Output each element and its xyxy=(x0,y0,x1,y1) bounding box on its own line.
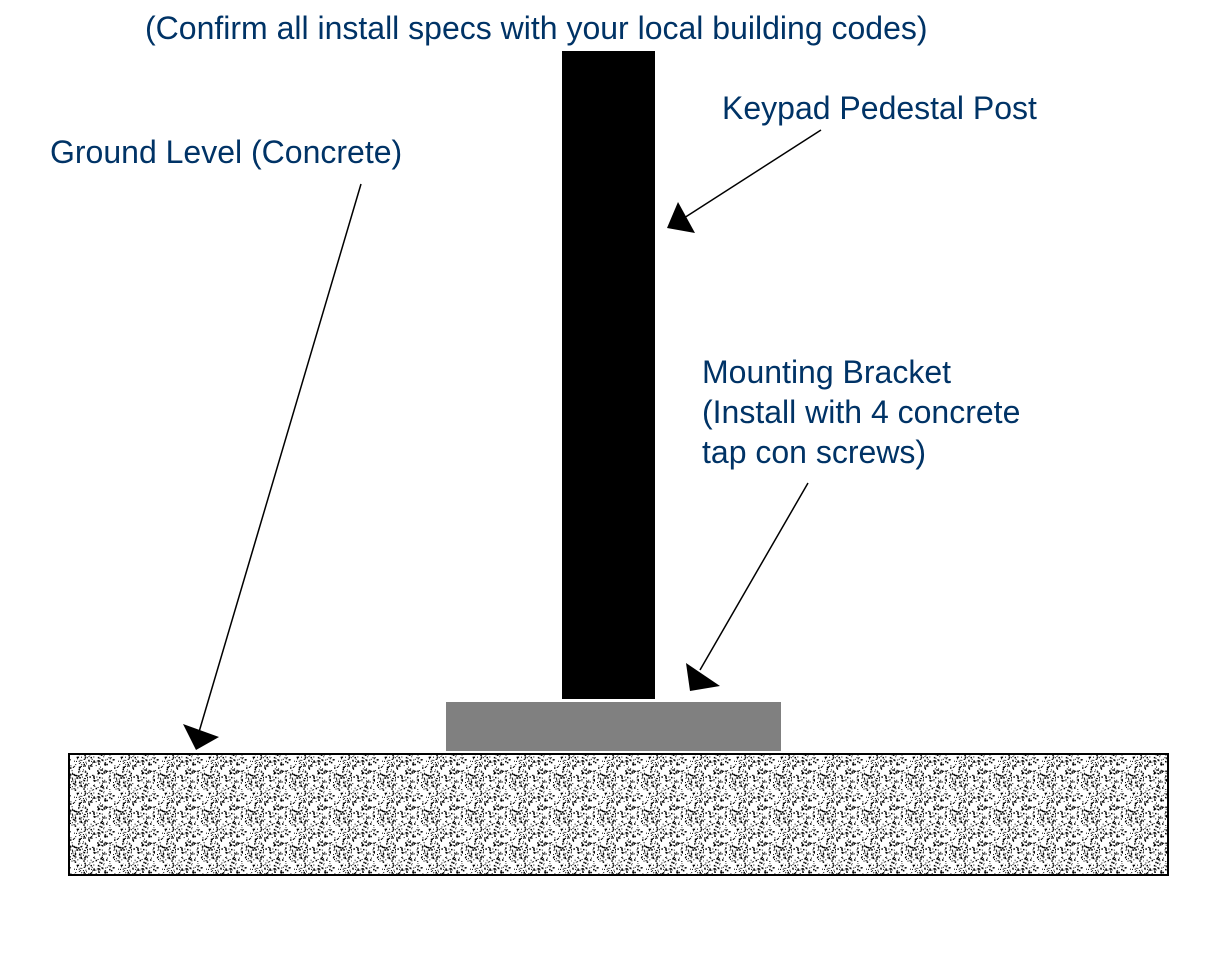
keypad-pedestal-post xyxy=(562,51,655,699)
ground-level-arrow xyxy=(183,183,362,750)
concrete-ground-slab xyxy=(68,753,1169,876)
pedestal-post-label: Keypad Pedestal Post xyxy=(722,90,1037,126)
mounting-bracket xyxy=(446,702,781,751)
mounting-bracket-label-line: (Install with 4 concrete xyxy=(702,394,1021,430)
building-code-disclaimer: (Confirm all install specs with your loc… xyxy=(145,10,928,46)
mounting-bracket-label-line: tap con screws) xyxy=(702,434,927,470)
mounting-bracket-label: Mounting Bracket (Install with 4 concret… xyxy=(702,352,1020,472)
mounting-bracket-label-line: Mounting Bracket xyxy=(702,354,952,390)
mounting-bracket-arrow xyxy=(686,482,809,691)
ground-level-label: Ground Level (Concrete) xyxy=(50,134,403,170)
pedestal-post-arrow xyxy=(667,129,822,233)
